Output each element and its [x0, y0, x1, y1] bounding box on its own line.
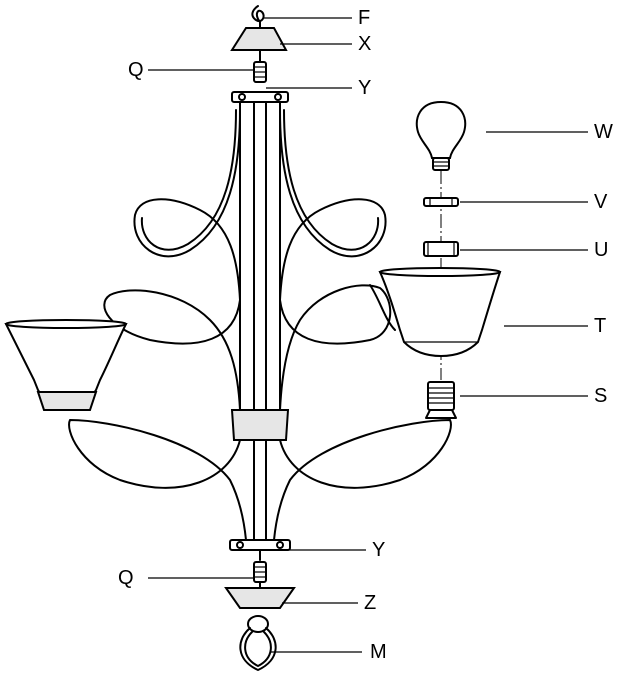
ring-v	[423, 197, 459, 207]
light-bulb	[415, 100, 467, 171]
middle-arms	[103, 284, 396, 411]
bottom-cap	[224, 587, 296, 609]
left-shade	[4, 319, 128, 411]
socket-s	[425, 381, 457, 419]
lower-arms	[68, 419, 452, 541]
center-rods	[239, 101, 281, 541]
nipple-bottom	[253, 561, 267, 589]
glass-shade-t	[378, 267, 502, 358]
bottom-plate	[229, 539, 291, 561]
label-z: Z	[364, 592, 377, 614]
label-u: U	[594, 239, 609, 261]
label-f: F	[358, 7, 371, 29]
label-m: M	[370, 641, 387, 663]
label-q-top: Q	[128, 59, 144, 81]
label-t: T	[594, 315, 607, 337]
label-x: X	[358, 33, 372, 55]
canopy	[230, 27, 288, 51]
upper-arms	[133, 109, 387, 301]
label-q-bottom: Q	[118, 567, 134, 589]
top-plate	[231, 91, 289, 103]
finial-loop	[239, 615, 277, 671]
top-hook	[251, 5, 265, 31]
label-v: V	[594, 191, 608, 213]
label-y-bottom: Y	[372, 539, 386, 561]
label-y-top: Y	[358, 77, 372, 99]
label-w: W	[594, 121, 613, 143]
label-s: S	[594, 385, 608, 407]
leader-lines	[148, 17, 588, 653]
ring-u	[423, 241, 459, 257]
center-collar	[230, 409, 290, 441]
nipple-top	[253, 49, 267, 83]
